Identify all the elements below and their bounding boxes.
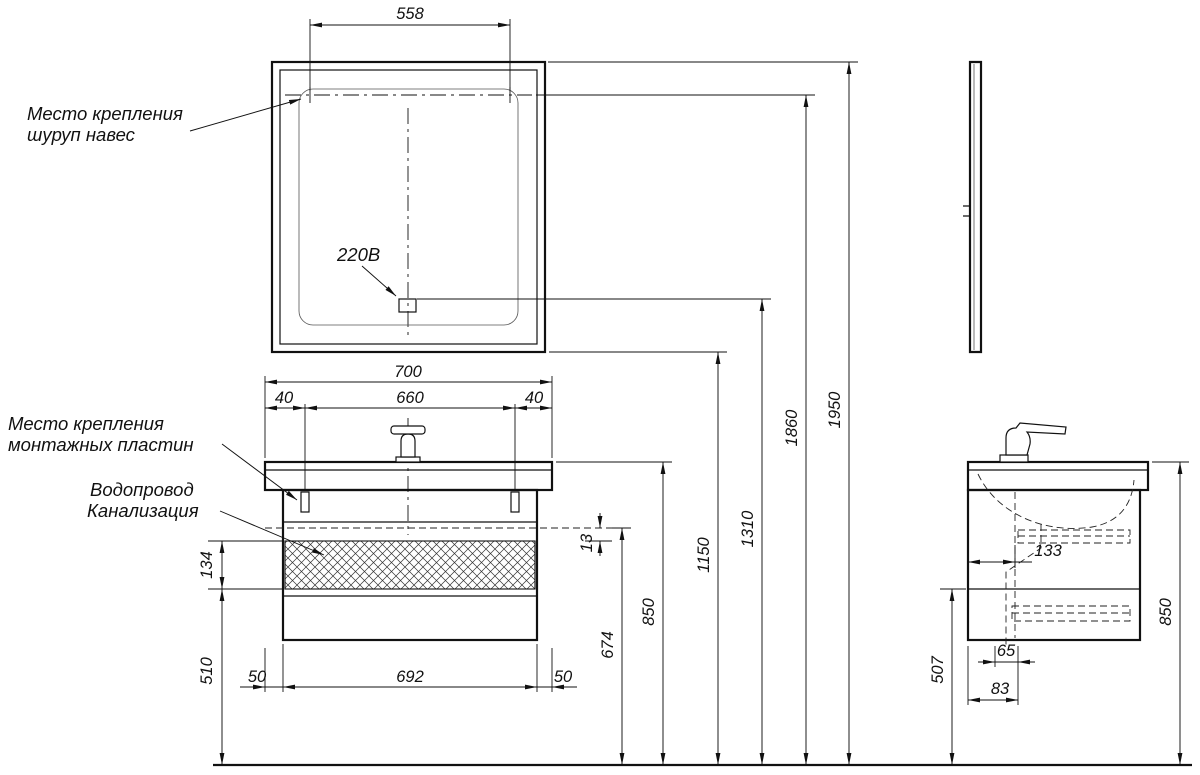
leader-plate-mount (221, 443, 298, 501)
cabinet-side (966, 488, 1142, 642)
dim-counter-height: 850 (640, 597, 658, 625)
faucet-front (390, 425, 426, 463)
plumbing-zone-hatch (284, 540, 536, 590)
countertop-side (966, 460, 1150, 492)
dim-back-clearance: 133 (1034, 542, 1062, 560)
label-mirror-mount-line1: Место крепления (27, 103, 183, 124)
leader-power (361, 265, 397, 297)
mirror-side-view (963, 60, 983, 354)
wall-bracket-ticks (963, 205, 970, 217)
faucet-body-side (1005, 422, 1067, 456)
dim-bottom-width: 692 (396, 668, 424, 686)
leader-mirror-mount (189, 98, 302, 132)
mirror-front-view (270, 60, 547, 354)
dim-plate-spacing: 660 (396, 389, 424, 407)
label-sewerage: Канализация (87, 500, 199, 521)
centerlines (285, 87, 532, 535)
mounting-plate-left (300, 491, 310, 513)
annotations: Место крепления шуруп навес 220В Место к… (8, 103, 380, 521)
dim-drain-spacing: 65 (997, 642, 1016, 660)
countertop-front (263, 460, 554, 492)
cabinet-side-detail-lines (968, 469, 1148, 590)
cabinet-detail-lines (265, 469, 552, 597)
mirror-frame-inner (279, 69, 538, 345)
label-water-supply: Водопровод (90, 479, 194, 500)
dim-counter-height-side: 850 (1157, 597, 1175, 625)
dim-mirror-mount-height: 1860 (783, 409, 801, 447)
dim-service-zone-floor-height: 510 (198, 656, 216, 684)
leader-lines (189, 98, 397, 556)
dim-service-zone-height: 134 (198, 551, 216, 579)
dim-underside-height: 507 (929, 655, 947, 683)
mirror-frame-outer (270, 60, 547, 354)
dim-plate-offset-left: 40 (275, 389, 294, 407)
dim-plate-offset-right: 40 (525, 389, 544, 407)
label-mirror-mount-line2: шуруп навес (27, 124, 136, 145)
mounting-plate-right (510, 491, 520, 513)
dim-bottom-inset-right: 50 (554, 668, 573, 686)
extension-line-path (208, 19, 1189, 705)
label-plate-mount-line2: монтажных пластин (8, 434, 194, 455)
dim-switch-height: 1310 (739, 510, 757, 548)
cabinet-front (281, 488, 539, 642)
mirror-led-zone (298, 88, 519, 326)
dimension-lines (219, 22, 1183, 765)
dim-outlet-height: 674 (599, 631, 617, 659)
dimension-texts: 558 700 40 660 40 13 134 510 50 692 50 6… (198, 5, 1175, 698)
label-plate-mount-line1: Место крепления (8, 413, 164, 434)
faucet-side (999, 422, 1067, 463)
vanity-side-view (966, 422, 1150, 645)
dim-pipe-gap: 13 (578, 533, 596, 552)
label-power: 220В (336, 244, 380, 265)
mirror-side-panel (968, 60, 983, 354)
touch-switch (398, 298, 417, 313)
dim-top-width: 700 (394, 363, 422, 381)
faucet-body-front (400, 433, 416, 458)
faucet-lever-front (390, 425, 426, 435)
faucet-base-side (999, 454, 1029, 463)
vanity-front-view (263, 425, 615, 642)
dim-mirror-bottom-height: 1150 (695, 536, 713, 572)
extension-lines (208, 19, 1189, 705)
leader-plumbing (219, 510, 325, 556)
dim-drain-wall-offset: 83 (991, 680, 1010, 698)
centerline-path (285, 87, 532, 535)
faucet-base-front (395, 456, 421, 463)
dim-bottom-inset-left: 50 (248, 668, 267, 686)
dim-overall-height: 1950 (826, 391, 844, 429)
dim-mirror-holes-spacing: 558 (396, 5, 424, 23)
